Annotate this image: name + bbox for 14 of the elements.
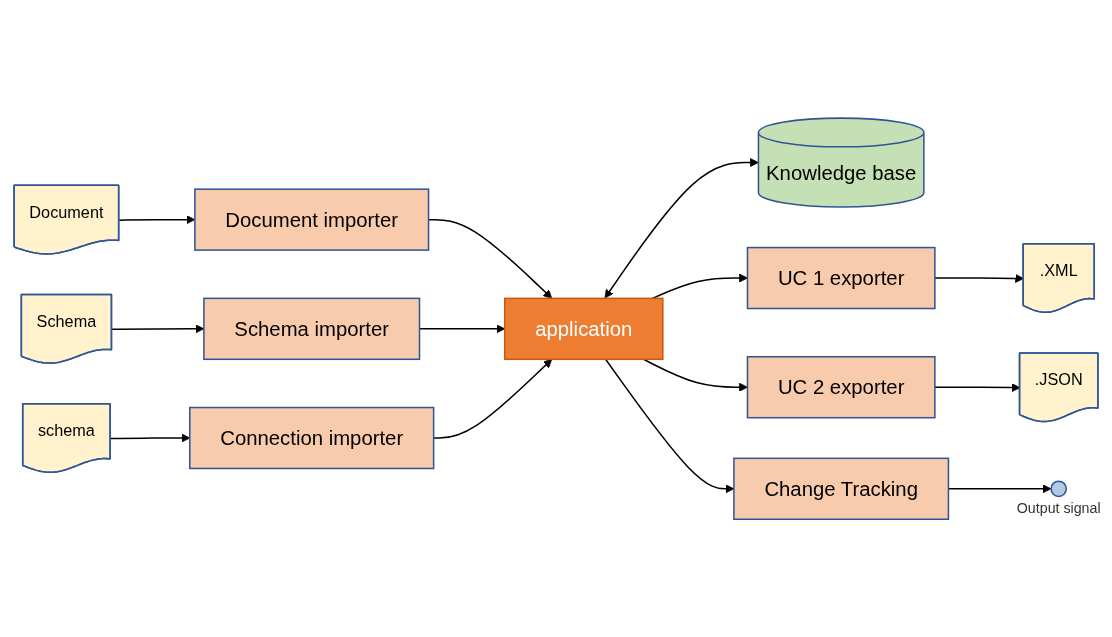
node-box: UC 1 exporter [746, 246, 936, 310]
node-box: Schema importer [203, 297, 421, 360]
arrow [934, 382, 1021, 392]
arrow [651, 273, 748, 299]
arrow [604, 157, 759, 299]
arrow [934, 273, 1025, 283]
node-box: Connection importer [189, 406, 435, 470]
node-circle [1050, 480, 1068, 497]
node-box: application [504, 297, 664, 360]
node-box: Change Tracking [733, 457, 950, 520]
node-caption: Output signal [1016, 499, 1101, 516]
arrow [642, 358, 748, 392]
node-box: Document importer [194, 188, 430, 251]
node-box: UC 2 exporter [746, 355, 936, 419]
